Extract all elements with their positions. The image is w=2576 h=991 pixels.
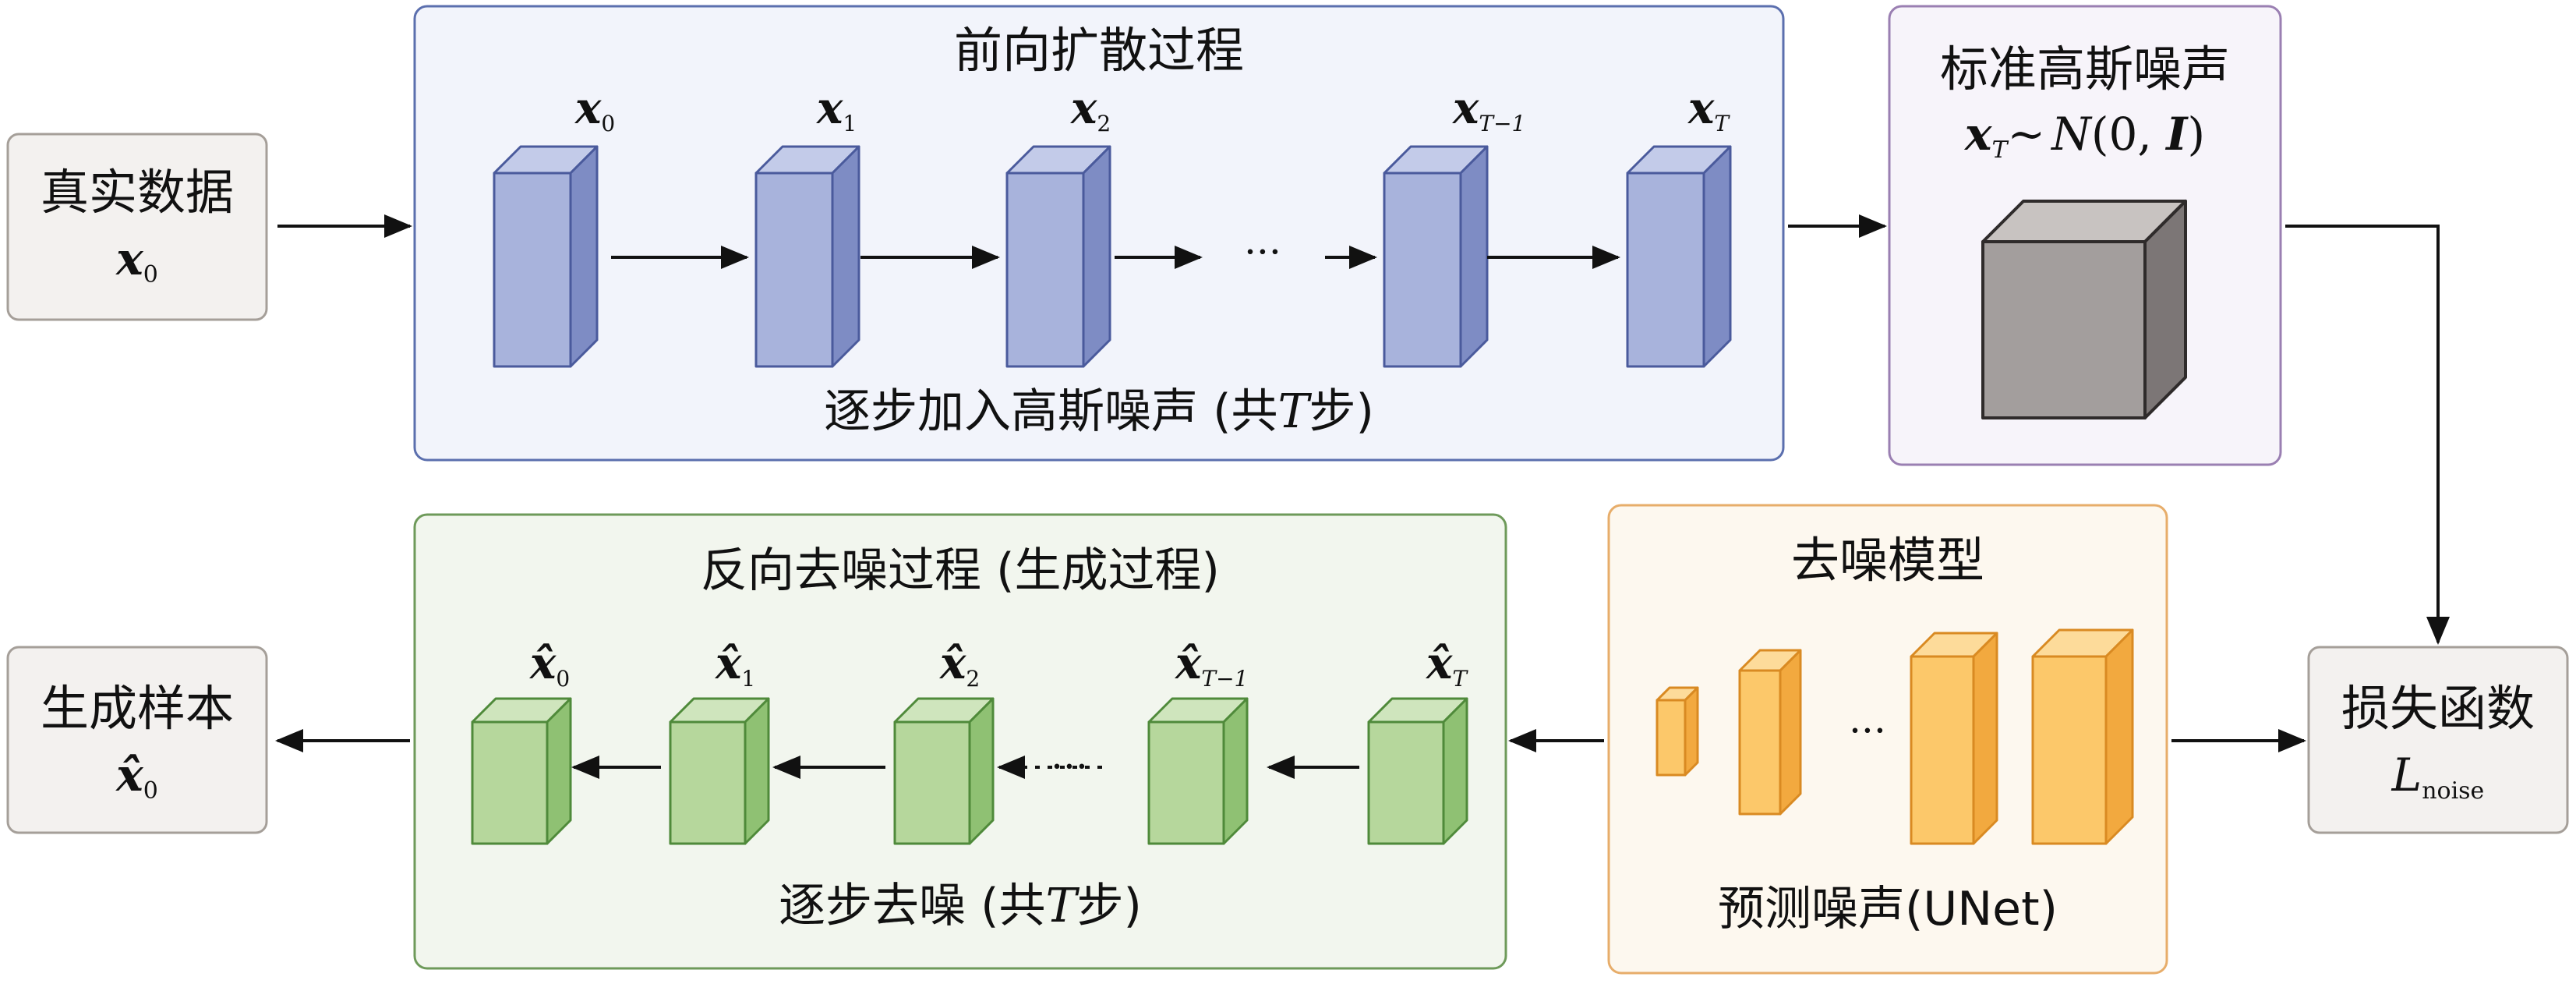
denoise-model-panel (1607, 504, 2168, 975)
forward-ellipsis: ··· (1244, 229, 1281, 274)
target-title: 标准高斯噪声 (1940, 41, 2230, 97)
forward-cube-label-0: x0 (574, 83, 615, 136)
reverse-cube-2 (893, 697, 995, 845)
forward-cube-label-4: xT (1687, 83, 1730, 136)
reverse-cube-label-1: x̂1 (715, 638, 755, 692)
forward-cube-0 (493, 145, 599, 368)
forward-cube-label-2: x2 (1070, 83, 1111, 136)
noise-cube (1981, 200, 2187, 419)
loss-function-box (2307, 646, 2569, 834)
arrow-target-to-loss (2285, 225, 2450, 645)
loss-label: 损失函数 (2341, 680, 2535, 737)
generated-label: 生成样本 (41, 680, 234, 737)
reverse-cube-label-3: x̂T−1 (1175, 638, 1248, 692)
loss-symbol: Lnoise (2391, 749, 2485, 805)
reverse-cube-label-4: x̂T (1426, 638, 1468, 692)
forward-cube-label-1: x1 (816, 83, 857, 136)
shape-layer (275, 145, 2450, 845)
model-ellipsis: ··· (1849, 708, 1886, 753)
real-data-box (6, 133, 268, 321)
unet-block-4 (2031, 628, 2134, 845)
reverse-ellipsis: ··· (1051, 744, 1088, 789)
forward-cube-3 (1383, 145, 1489, 368)
reverse-cube-label-0: x̂0 (529, 638, 570, 692)
forward-cube-1 (754, 145, 860, 368)
reverse-cube-4 (1367, 697, 1468, 845)
reverse-cube-label-2: x̂2 (939, 638, 980, 692)
reverse-cube-0 (471, 697, 572, 845)
reverse-caption: 逐步去噪 (共T步) (779, 879, 1142, 933)
forward-title: 前向扩散过程 (954, 22, 1244, 79)
unet-block-3 (1910, 632, 1998, 845)
forward-cube-4 (1626, 145, 1732, 368)
real-data-symbol: x0 (115, 232, 158, 288)
forward-cube-label-3: xT−1 (1452, 83, 1525, 136)
forward-cube-2 (1005, 145, 1111, 368)
target-formula: xT~N(0, I) (1963, 108, 2205, 164)
generated-symbol: x̂0 (115, 749, 158, 805)
forward-caption: 逐步加入高斯噪声 (共T步) (824, 384, 1374, 439)
model-caption: 预测噪声(UNet) (1718, 882, 2058, 936)
real-data-label: 真实数据 (41, 164, 234, 221)
model-title: 去噪模型 (1791, 532, 1984, 589)
unet-block-1 (1655, 686, 1699, 777)
generated-sample-box (6, 646, 268, 834)
reverse-cube-3 (1147, 697, 1249, 845)
reverse-cube-1 (669, 697, 770, 845)
unet-block-2 (1738, 649, 1802, 816)
reverse-title: 反向去噪过程 (生成过程) (701, 543, 1220, 598)
